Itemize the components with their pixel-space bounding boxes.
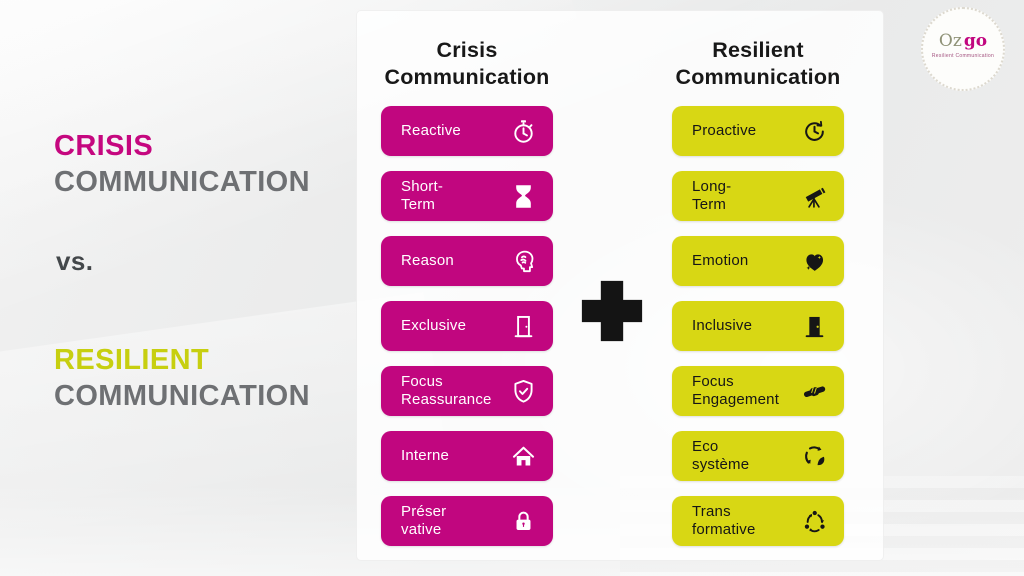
logo-go: go: [963, 31, 988, 51]
heart-sparkle-icon: [801, 248, 828, 275]
telescope-icon: [801, 183, 828, 210]
pill-label: Trans formative: [692, 503, 756, 538]
pill-label: Inclusive: [692, 317, 753, 334]
stopwatch-icon: [510, 118, 537, 145]
crisis-pill-preservative: Préser vative: [381, 496, 553, 546]
vs-label: vs.: [56, 246, 94, 276]
resilient-header-line2: Communication: [675, 65, 841, 89]
crisis-header-line1: Crisis: [436, 38, 498, 62]
resilient-pill-ecosysteme: Eco système: [672, 431, 844, 481]
cycle-arrows-icon: [801, 508, 828, 535]
recycle-leaf-icon: [801, 443, 828, 470]
hourglass-icon: [510, 183, 537, 210]
logo-tagline: Resilient Communication: [931, 53, 995, 59]
door-closed-icon: [510, 313, 537, 340]
resilient-pill-emotion: Emotion: [672, 236, 844, 286]
resilient-header-line1: Resilient: [712, 38, 804, 62]
head-brain-icon: [510, 248, 537, 275]
handshake-icon: [801, 378, 828, 405]
resilient-title-communication: COMMUNICATION: [54, 380, 310, 412]
crisis-pill-shortterm: Short- Term: [381, 171, 553, 221]
resilient-column-header: Resilient Communication: [640, 37, 876, 91]
crisis-pill-reactive: Reactive: [381, 106, 553, 156]
logo-oz: Oz: [938, 31, 962, 51]
pill-label: Short- Term: [401, 178, 444, 213]
pill-label: Reactive: [401, 122, 461, 139]
resilient-title: RESILIENT: [54, 344, 210, 376]
comparison-panel: Crisis Communication Resilient Communica…: [356, 10, 884, 561]
home-icon: [510, 443, 537, 470]
crisis-header-line2: Communication: [384, 65, 550, 89]
crisis-column-header: Crisis Communication: [357, 37, 577, 91]
crisis-title-communication: COMMUNICATION: [54, 166, 310, 198]
crisis-title: CRISIS: [54, 130, 154, 162]
resilient-pill-proactive: Proactive: [672, 106, 844, 156]
pill-label: Interne: [401, 447, 450, 464]
pill-label: Préser vative: [401, 503, 447, 538]
pill-label: Exclusive: [401, 317, 467, 334]
shield-check-icon: [510, 378, 537, 405]
crisis-pill-exclusive: Exclusive: [381, 301, 553, 351]
door-open-icon: [801, 313, 828, 340]
resilient-pill-inclusive: Inclusive: [672, 301, 844, 351]
crisis-pill-reason: Reason: [381, 236, 553, 286]
resilient-pill-longterm: Long- Term: [672, 171, 844, 221]
crisis-pill-focusreassurance: Focus Reassurance: [381, 366, 553, 416]
pill-label: Long- Term: [692, 178, 732, 213]
plus-icon: [578, 276, 646, 346]
padlock-icon: [510, 508, 537, 535]
left-headline-block: CRISIS COMMUNICATION vs. RESILIENT COMMU…: [54, 128, 310, 412]
pill-label: Reason: [401, 252, 454, 269]
pill-label: Eco système: [692, 438, 750, 473]
pill-label: Focus Reassurance: [401, 373, 492, 408]
resilient-pill-transformative: Trans formative: [672, 496, 844, 546]
resilient-pill-focusengagement: Focus Engagement: [672, 366, 844, 416]
pill-label: Proactive: [692, 122, 757, 139]
pill-label: Emotion: [692, 252, 749, 269]
clock-forward-icon: [801, 118, 828, 145]
crisis-pill-interne: Interne: [381, 431, 553, 481]
pill-label: Focus Engagement: [692, 373, 780, 408]
